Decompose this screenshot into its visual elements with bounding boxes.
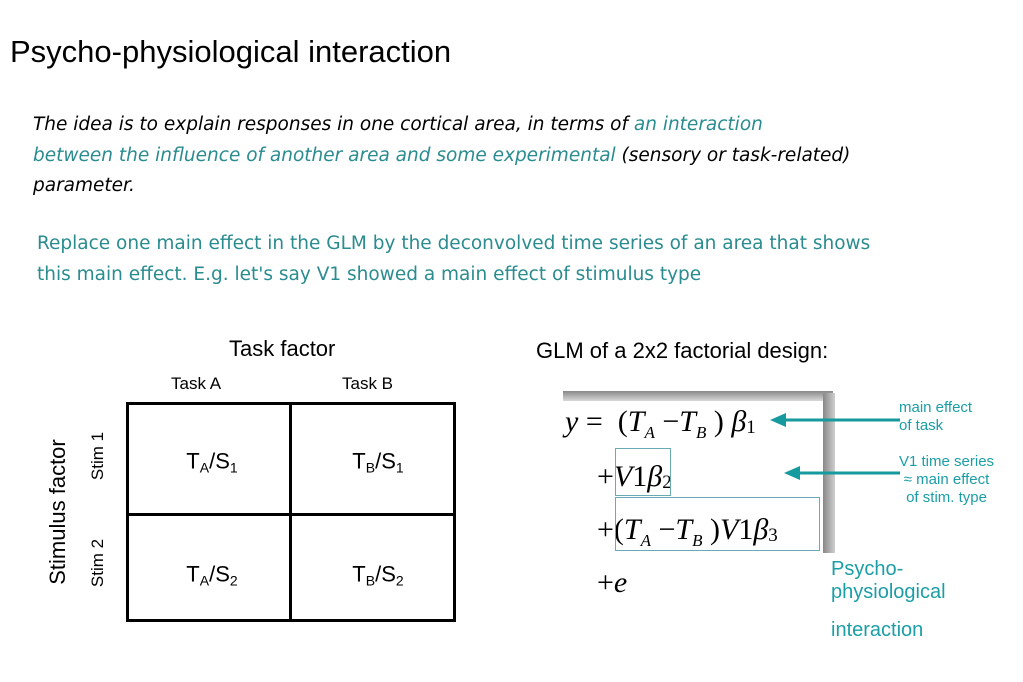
grid-divider-vertical bbox=[289, 405, 292, 619]
intro-highlight-1: an interaction bbox=[633, 114, 763, 135]
v1-term-highlight-box bbox=[615, 448, 671, 496]
arrow-v1-series-head bbox=[784, 466, 800, 480]
intro-paragraph: The idea is to explain responses in one … bbox=[33, 110, 993, 202]
annotation-v1-time-series: V1 time series ≈ main effect of stim. ty… bbox=[899, 453, 995, 506]
stimulus-factor-label: Stimulus factor bbox=[45, 439, 70, 585]
annotation-ppi: Psycho- physiological interaction bbox=[831, 558, 946, 641]
replace-line-1: Replace one main effect in the GLM by th… bbox=[37, 233, 871, 254]
replace-line-2: this main effect. E.g. let's say V1 show… bbox=[37, 263, 702, 285]
glm-title: GLM of a 2x2 factorial design: bbox=[536, 338, 829, 363]
equation-shadow-top bbox=[563, 391, 833, 401]
equation-line-2: +V1β2 bbox=[597, 460, 672, 493]
task-factor-label: Task factor bbox=[229, 336, 336, 361]
cell-ta-s1: TA/S1 bbox=[186, 448, 238, 476]
equation-line-4: +e bbox=[597, 566, 628, 599]
intro-text-2: (sensory or task-related) bbox=[615, 144, 851, 166]
interaction-term-highlight-box bbox=[615, 497, 820, 551]
cell-ta-s2: TA/S2 bbox=[186, 561, 238, 589]
column-label-task-b: Task B bbox=[342, 374, 394, 393]
column-label-task-a: Task A bbox=[171, 374, 222, 393]
replace-paragraph: Replace one main effect in the GLM by th… bbox=[37, 229, 997, 290]
cell-tb-s1: TB/S1 bbox=[352, 448, 404, 476]
row-label-stim-2: Stim 2 bbox=[88, 538, 107, 588]
intro-highlight-2: between the influence of another area an… bbox=[33, 144, 616, 166]
equation-line-3: +(TA −TB )V1β3 bbox=[597, 513, 778, 550]
intro-text-1: The idea is to explain responses in one … bbox=[33, 114, 634, 135]
row-label-stim-1: Stim 1 bbox=[88, 431, 107, 481]
slide-title: Psycho-physiological interaction bbox=[10, 34, 452, 69]
annotation-arrows bbox=[770, 413, 900, 480]
cell-tb-s2: TB/S2 bbox=[352, 561, 404, 589]
intro-text-3: parameter. bbox=[33, 175, 135, 196]
grid-divider-horizontal bbox=[129, 513, 453, 516]
arrow-main-effect-head bbox=[770, 413, 786, 427]
annotation-main-effect-of-task: main effect of task bbox=[899, 399, 973, 434]
factorial-grid: TA/S1 TB/S1 TA/S2 TB/S2 bbox=[126, 402, 456, 622]
equation-line-1: y = (TA −TB ) β1 bbox=[565, 405, 756, 442]
